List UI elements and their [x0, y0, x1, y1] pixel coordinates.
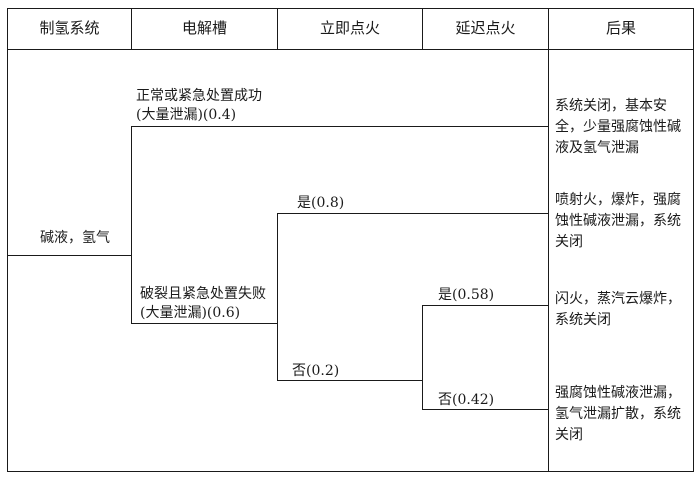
branch-immediate-yes-label: 是(0.8)	[297, 195, 345, 211]
branch-success-label-line2: (大量泄漏)(0.4)	[136, 107, 237, 123]
outcome-3: 闪火，蒸汽云爆炸，系统关闭	[555, 291, 681, 328]
branch-immediate-no-label: 否(0.2)	[292, 363, 340, 379]
initial-event-label: 碱液，氢气	[40, 230, 110, 246]
outcome-1: 系统关闭，基本安全，少量强腐蚀性碱液及氢气泄漏	[555, 98, 681, 156]
header-delayed-ignition: 延迟点火	[455, 19, 516, 37]
outcome-4: 强腐蚀性碱液泄漏，氢气泄漏扩散，系统关闭	[555, 385, 681, 443]
outcome-2: 喷射火，爆炸，强腐蚀性碱液泄漏，系统关闭	[555, 192, 681, 250]
header-consequence: 后果	[605, 19, 636, 37]
header-system: 制氢系统	[39, 19, 100, 37]
branch-delayed-yes-label: 是(0.58)	[438, 287, 495, 303]
branch-delayed-no-label: 否(0.42)	[438, 392, 495, 408]
header-electrolyzer: 电解槽	[181, 19, 227, 37]
branch-failure-label-line2: (大量泄漏)(0.6)	[140, 305, 241, 321]
branch-failure-label-line1: 破裂且紧急处置失败	[140, 286, 266, 302]
table-frame	[7, 8, 694, 472]
branch-success-label-line1: 正常或紧急处置成功	[136, 88, 262, 104]
header-immediate-ignition: 立即点火	[319, 19, 380, 37]
